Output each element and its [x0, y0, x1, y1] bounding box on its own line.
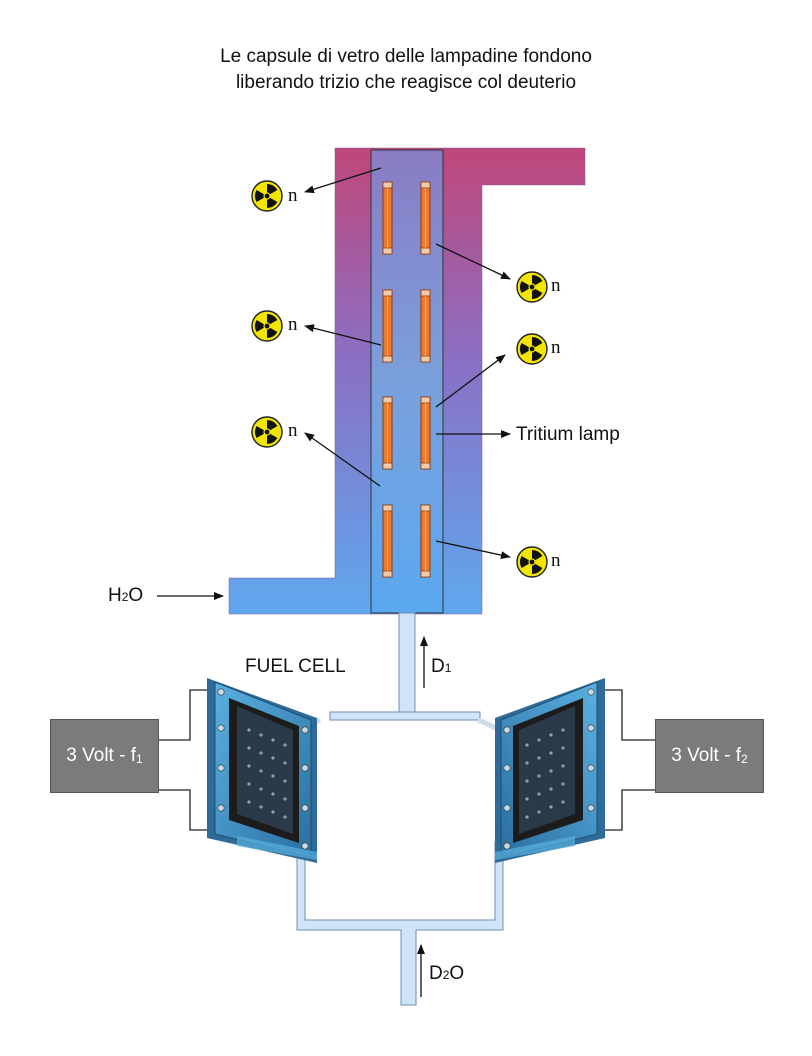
- neutron-label: n: [551, 337, 561, 358]
- radiation-icon: [251, 310, 283, 342]
- radiation-icon: [516, 546, 548, 578]
- reactor-vessel: [228, 147, 586, 615]
- lamp-column: [370, 149, 444, 614]
- neutron-label: n: [288, 185, 298, 206]
- fuel-cell-label: FUEL CELL: [245, 656, 346, 677]
- diagram-title-line-2: liberando trizio che reagisce col deuter…: [235, 72, 577, 93]
- tritium-lamp-label: Tritium lamp: [516, 424, 620, 445]
- d2o-inlet-label: D2O: [429, 963, 465, 984]
- fuel-cell-left: [206, 677, 318, 864]
- fuel-cell-right: [494, 677, 606, 864]
- radiation-icon: [516, 333, 548, 365]
- radiation-icon: [251, 180, 283, 212]
- neutron-label: n: [551, 550, 561, 571]
- neutron-label: n: [288, 314, 298, 335]
- diagram-title-line-1: Le capsule di vetro delle lampadine fond…: [220, 46, 592, 67]
- neutron-arrows: [157, 167, 511, 997]
- supply-wiring: [157, 689, 655, 831]
- radiation-icon: [516, 271, 548, 303]
- water-inlet-label: H2O: [108, 585, 144, 606]
- d1-label: D1: [431, 656, 452, 677]
- radiation-icon: [251, 416, 283, 448]
- neutron-label: n: [551, 275, 561, 296]
- neutron-label: n: [288, 420, 298, 441]
